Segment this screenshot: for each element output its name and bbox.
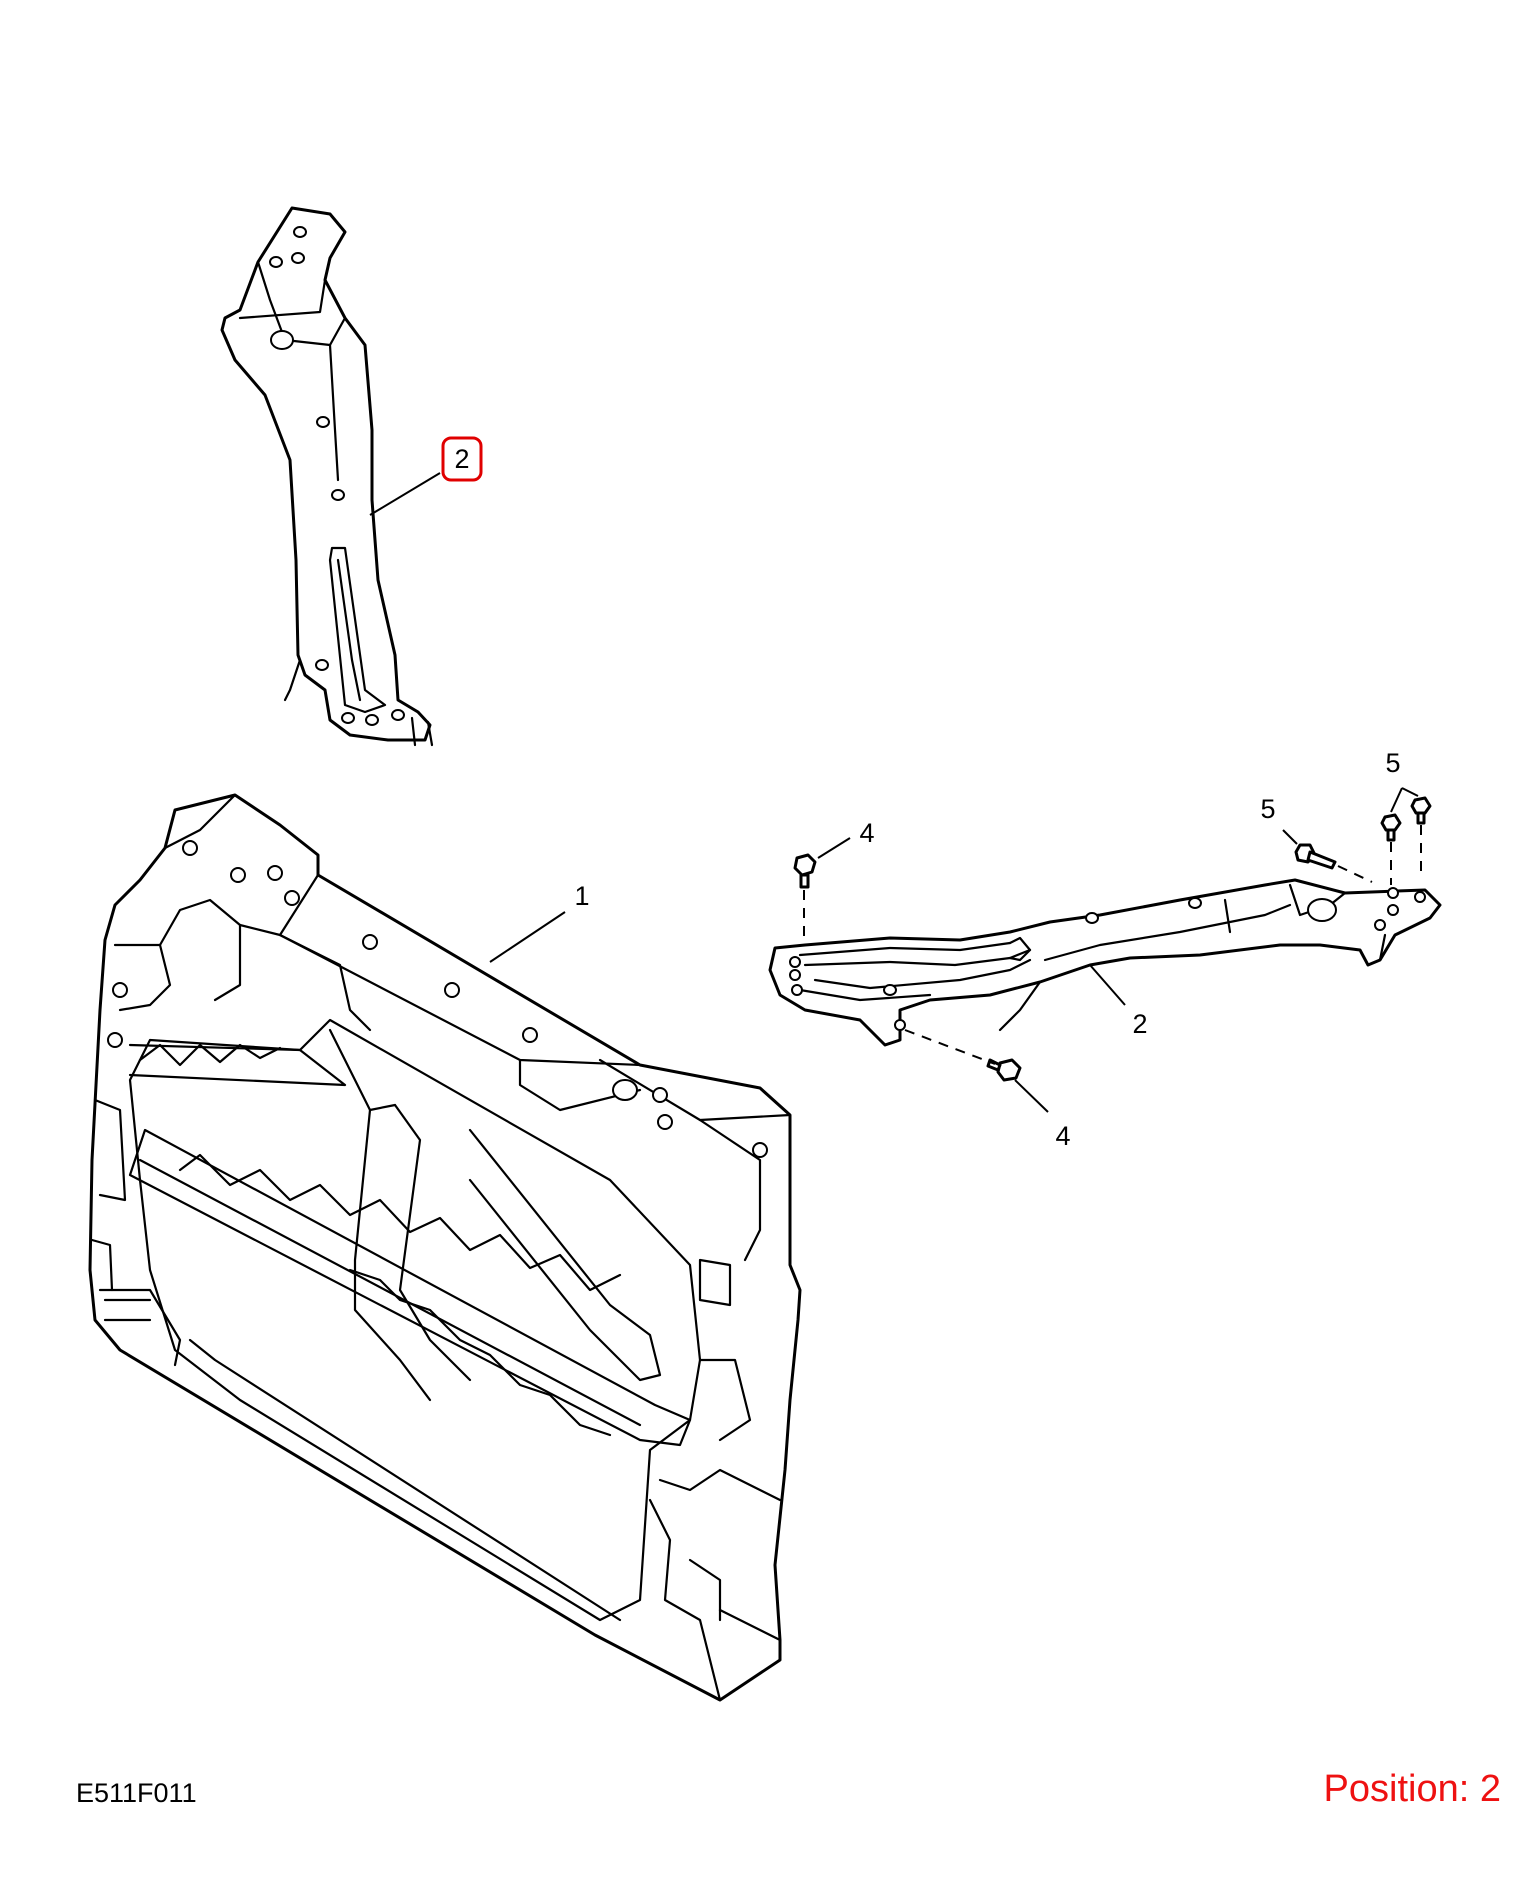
callout-part-5-right[interactable]: 5 bbox=[1385, 748, 1400, 778]
bolt-part-5-right-b[interactable] bbox=[1410, 796, 1432, 825]
callout-part-4-lower[interactable]: 4 bbox=[1055, 1121, 1070, 1151]
callout-part-2-lower[interactable]: 2 bbox=[1132, 1009, 1147, 1039]
leader-part-2-upper bbox=[369, 472, 441, 516]
callout-part-2-upper[interactable]: 2 bbox=[454, 444, 469, 474]
leader-part-5-right-a bbox=[1390, 787, 1403, 813]
leader-part-1 bbox=[489, 911, 566, 963]
radiator-support-frame-part-1[interactable] bbox=[88, 793, 802, 1702]
selected-part-highlight bbox=[441, 436, 483, 482]
bolt-part-5-left[interactable] bbox=[1294, 843, 1337, 870]
leader-part-5-left bbox=[1282, 829, 1298, 845]
bolt-part-4-upper[interactable] bbox=[793, 853, 817, 889]
leader-part-2-lower bbox=[1089, 964, 1126, 1006]
callout-part-1[interactable]: 1 bbox=[574, 881, 589, 911]
leader-part-5-right-b bbox=[1401, 787, 1419, 797]
bolt-path-5-left bbox=[1337, 865, 1373, 883]
bolt-part-5-right-a[interactable] bbox=[1380, 813, 1402, 842]
callout-part-4-upper[interactable]: 4 bbox=[859, 818, 874, 848]
leader-part-4-upper bbox=[817, 837, 851, 859]
diagram-code: E511F011 bbox=[76, 1778, 197, 1808]
bracket-vertical-part-2[interactable] bbox=[220, 206, 434, 747]
bolt-path-lower bbox=[904, 1029, 996, 1065]
position-label: Position: 2 bbox=[1323, 1768, 1501, 1810]
leader-part-4-lower bbox=[1014, 1079, 1049, 1113]
callout-part-5-left[interactable]: 5 bbox=[1260, 794, 1275, 824]
bracket-horizontal-part-2[interactable] bbox=[768, 878, 1442, 1047]
